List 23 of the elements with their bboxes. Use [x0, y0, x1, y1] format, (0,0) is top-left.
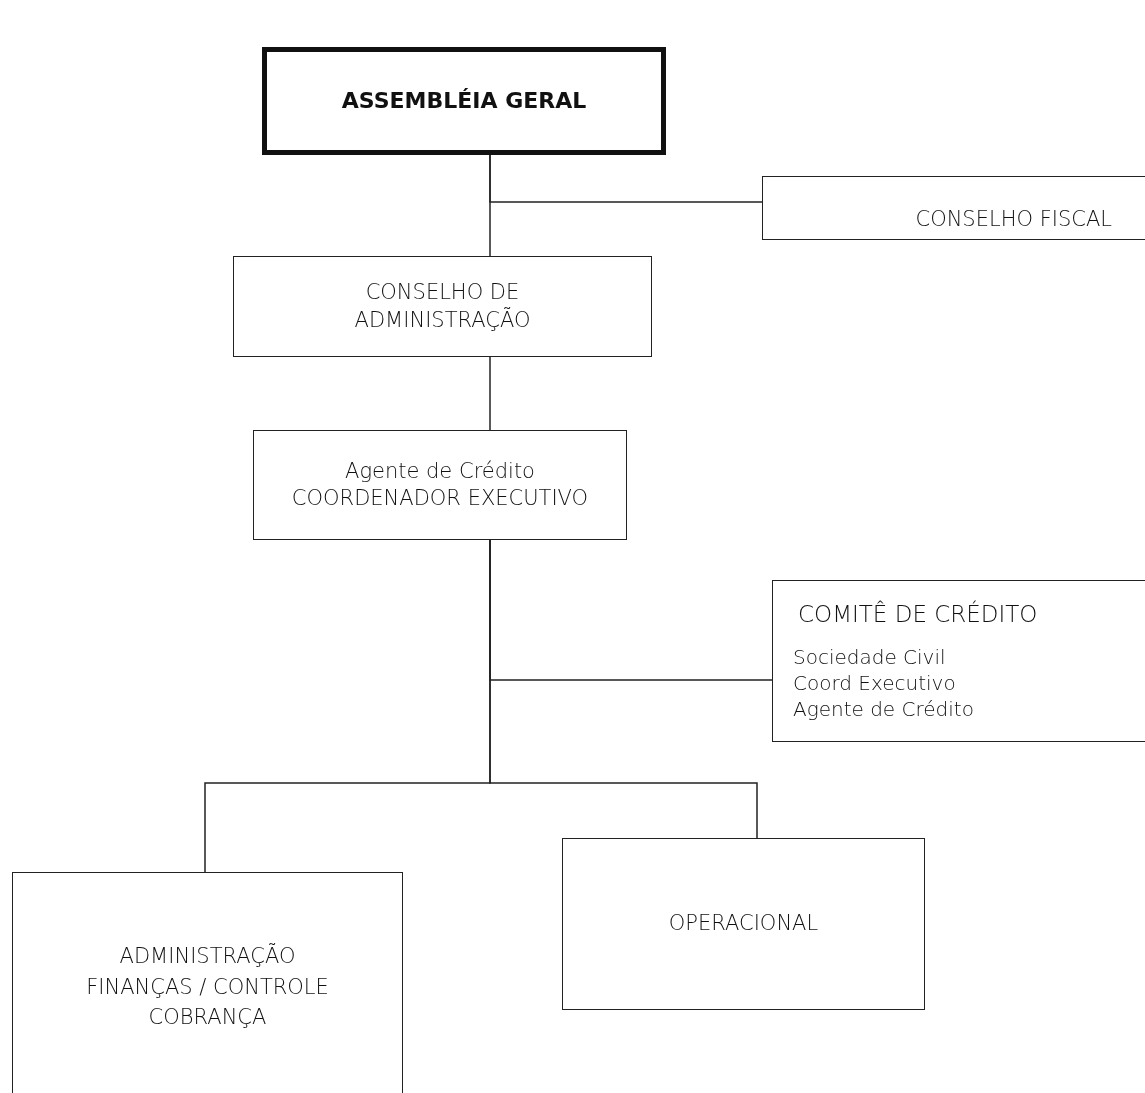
- committee-box: [772, 580, 1145, 742]
- box-text: Agente de Crédito: [793, 695, 974, 722]
- box-text: Sociedade Civil: [793, 643, 946, 670]
- box-text: COBRANÇA: [148, 1004, 267, 1032]
- committee-box: [762, 176, 1145, 240]
- box-title: ASSEMBLÉIA GERAL: [341, 86, 587, 115]
- department-box: [562, 838, 925, 1010]
- board-box: [233, 256, 652, 357]
- box-title: CONSELHO FISCAL: [915, 205, 1112, 233]
- role-box: [253, 430, 627, 540]
- box-text: FINANÇAS / CONTROLE: [86, 973, 329, 1001]
- connector-line: [489, 356, 491, 431]
- title-box: [262, 47, 666, 155]
- box-title: COMITÊ DE CRÉDITO: [798, 600, 1038, 630]
- box-title: OPERACIONAL: [668, 910, 819, 938]
- box-title: Agente de Crédito: [345, 457, 535, 485]
- box-title: ADMINISTRAÇÃO: [119, 942, 296, 971]
- box-text: Coord Executivo: [793, 669, 956, 696]
- connector-line: [489, 154, 763, 203]
- connector-line: [489, 539, 758, 839]
- box-title: CONSELHO DE ADMINISTRAÇÃO: [353, 279, 532, 334]
- box-text: COORDENADOR EXECUTIVO: [291, 485, 589, 512]
- department-box: [12, 872, 403, 1093]
